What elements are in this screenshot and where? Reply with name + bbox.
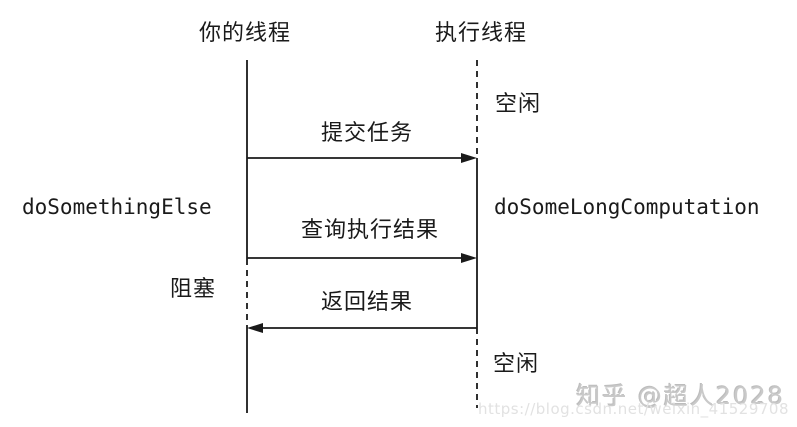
blocked-label: 阻塞 <box>169 277 217 302</box>
submit-task-arrowhead-icon <box>461 153 477 163</box>
submit-task-message-label: 提交任务 <box>320 121 414 146</box>
right-thread-title: 执行线程 <box>434 21 528 46</box>
return-result-arrowhead-icon <box>247 323 263 333</box>
left-thread-title: 你的线程 <box>198 21 292 46</box>
executor-idle-top-label: 空闲 <box>495 92 542 117</box>
left-thread-activity-label: doSomethingElse <box>22 195 212 219</box>
watermark-credit: 知乎 @超人2028 <box>576 382 785 410</box>
watermark-url: https://blog.csdn.net/weixin_41529708 <box>477 400 789 418</box>
query-result-message-label: 查询执行结果 <box>300 218 440 243</box>
right-thread-activity-label: doSomeLongComputation <box>494 195 760 219</box>
executor-idle-bottom-label: 空闲 <box>493 352 540 377</box>
return-result-message-label: 返回结果 <box>320 290 414 315</box>
query-result-arrowhead-icon <box>461 253 477 263</box>
